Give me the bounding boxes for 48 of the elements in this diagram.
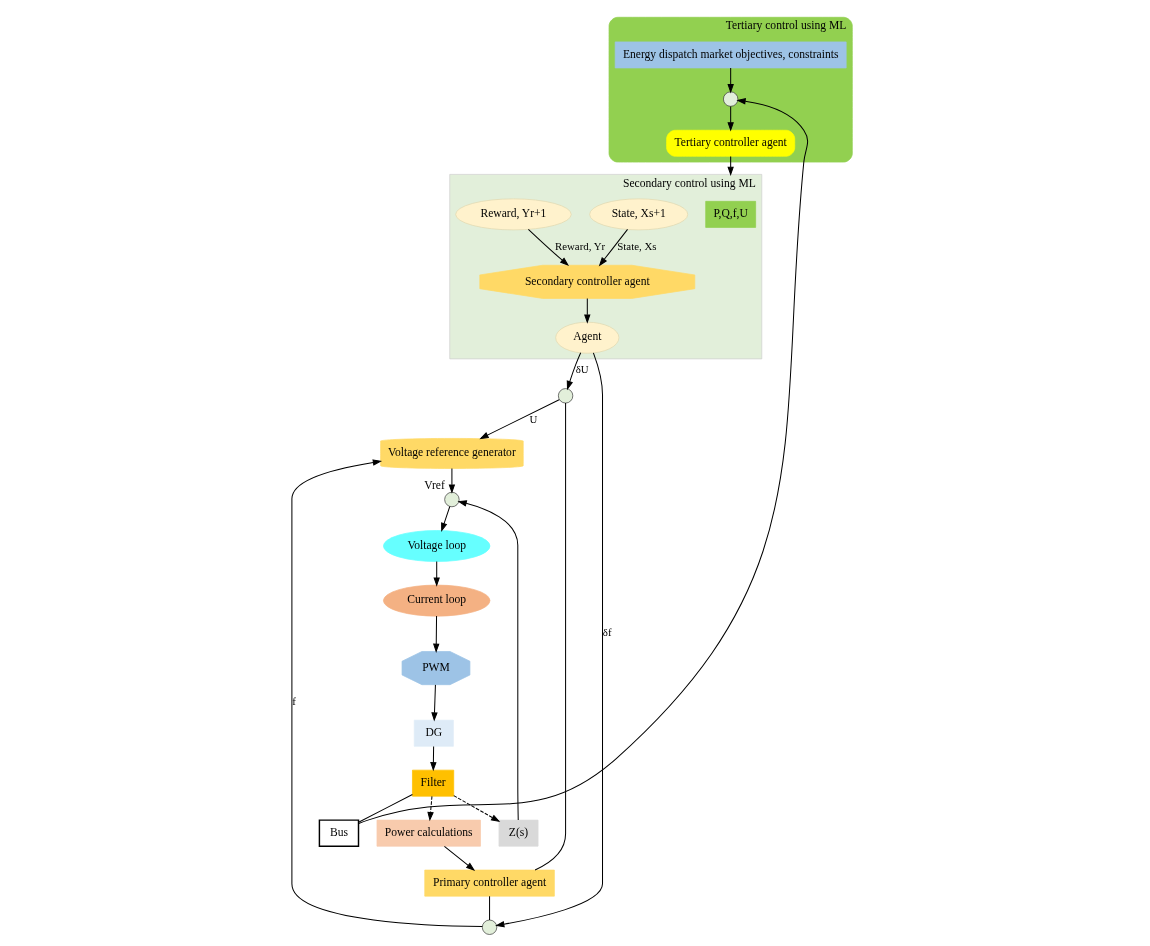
node-box: Energy dispatch market objectives, constraints [614, 41, 847, 69]
arrow [457, 500, 519, 821]
node-circle [444, 491, 460, 508]
arrow [291, 459, 483, 928]
arrow [479, 399, 560, 440]
node-ellipse: Agent [555, 321, 620, 354]
edge-label: U [529, 413, 538, 426]
edge-label: δf [602, 626, 612, 639]
arrow [358, 98, 809, 825]
node-box: Tertiary controller agent [666, 129, 796, 157]
node-box: Z(s) [498, 819, 539, 847]
arrow [443, 845, 476, 871]
arrow [598, 228, 629, 267]
connector [534, 402, 567, 871]
node-box: P,Q,f,U [705, 201, 756, 228]
connector [358, 794, 413, 823]
arrow [430, 745, 437, 772]
edge-label: State, Xs [617, 240, 657, 253]
node-ellipse: Reward, Yr+1 [455, 198, 572, 231]
arrow [727, 155, 734, 176]
node-box: Primary controller agent [424, 869, 555, 897]
node-ellipse: State, Xs+1 [589, 198, 689, 231]
arrow [495, 352, 603, 928]
arrow [431, 684, 438, 722]
node-box: Bus [318, 819, 360, 847]
arrow [433, 615, 440, 653]
node-box: Power calculations [376, 819, 481, 847]
edge-label: f [292, 694, 296, 707]
node-ellipse: Current loop [383, 584, 491, 617]
node-ellipse: Voltage loop [383, 530, 491, 562]
node-box: Filter [412, 769, 455, 797]
arrow [448, 468, 456, 494]
node-circle [723, 91, 739, 107]
arrow [727, 67, 734, 94]
node-box: DG [413, 719, 454, 747]
edge-label: Reward, Yr [554, 240, 606, 253]
arrow [527, 228, 570, 266]
arrow [566, 352, 582, 391]
edge-label: δU [575, 363, 589, 376]
arrow [727, 106, 734, 132]
arrow [427, 795, 434, 822]
arrow [584, 298, 591, 324]
node-circle [558, 388, 574, 404]
node-circle [481, 919, 498, 935]
node-label: Vref [424, 478, 445, 492]
connector [489, 895, 491, 921]
arrow [441, 506, 451, 532]
arrow [453, 795, 501, 823]
